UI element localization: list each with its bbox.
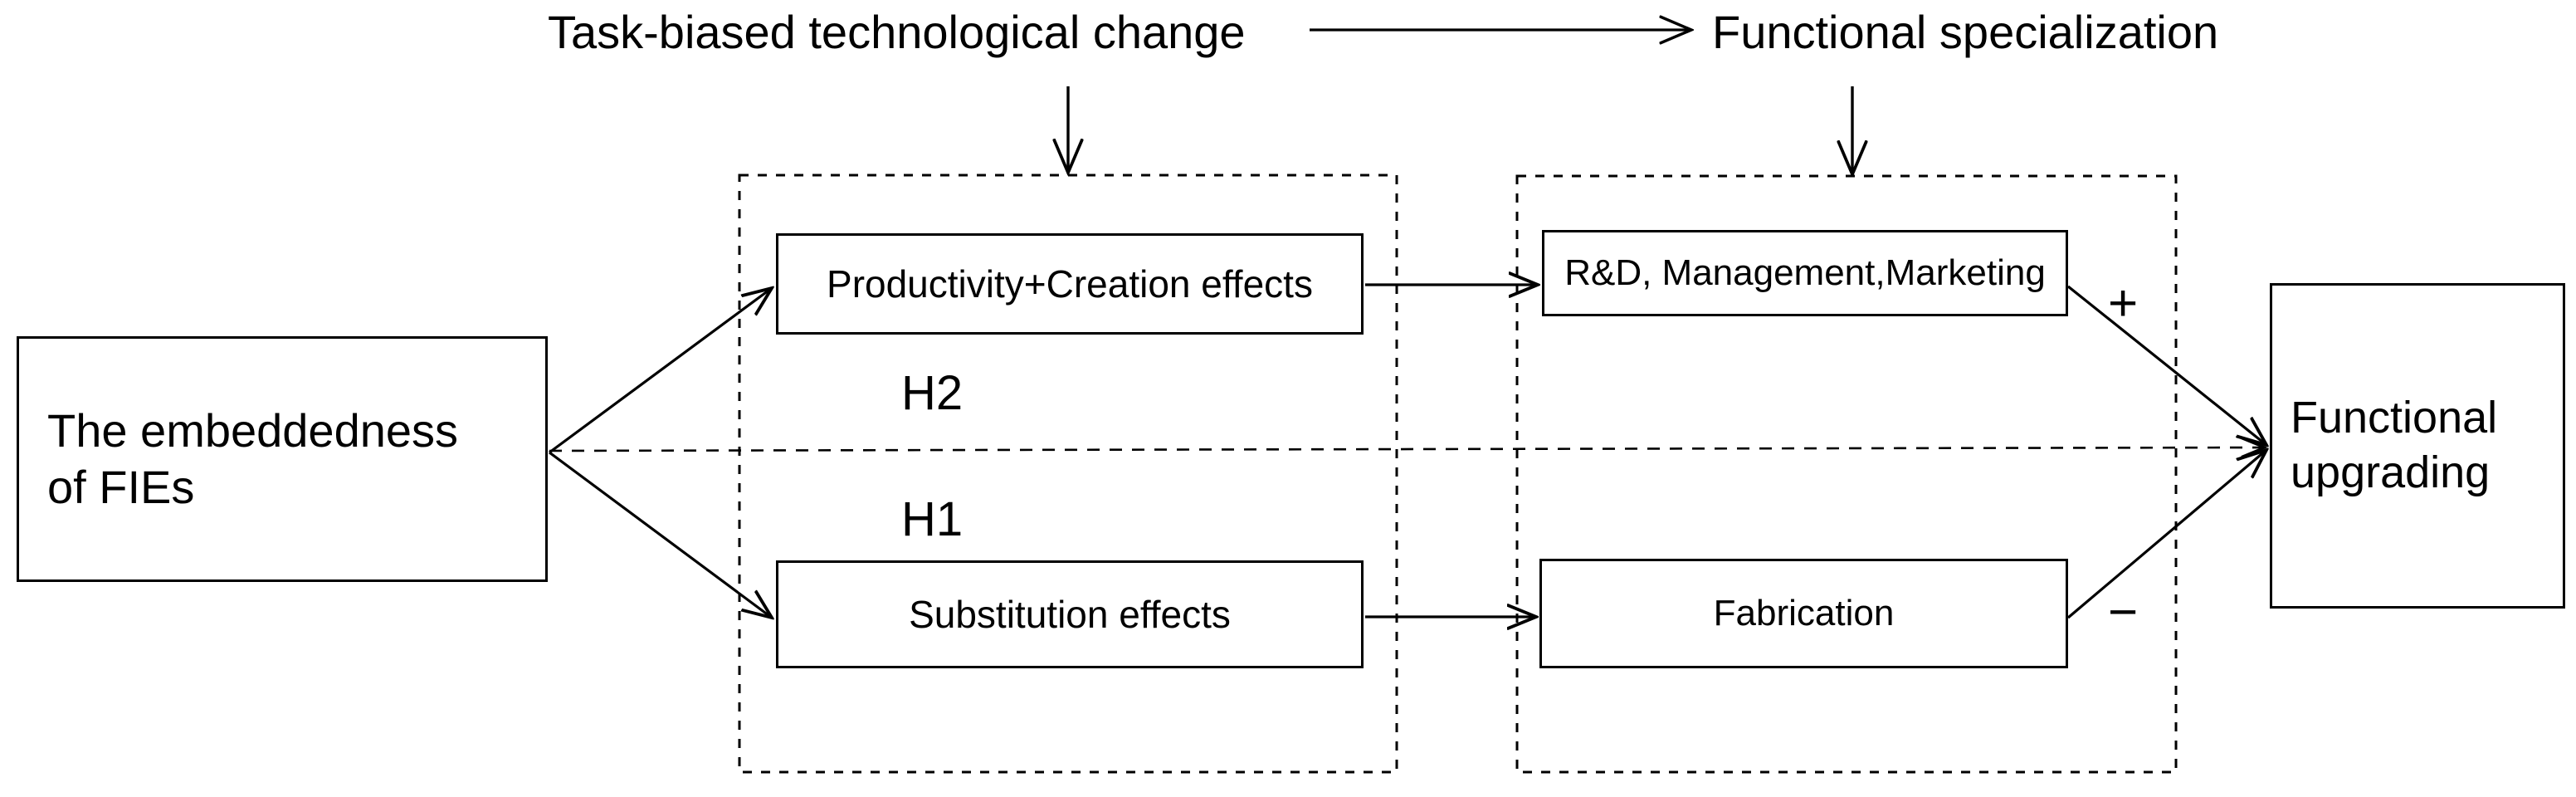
sign-positive: + bbox=[2108, 275, 2139, 332]
arrow-fabrication-to-upgrading bbox=[2066, 450, 2266, 619]
node-the-embeddedness-of-fies[interactable]: The embeddedness of FIEs bbox=[17, 336, 548, 582]
arrow-embeddedness-to-substitution bbox=[549, 451, 772, 618]
node-rnd-label: R&D, Management,Marketing bbox=[1564, 252, 2046, 294]
node-rnd-management-marketing[interactable]: R&D, Management,Marketing bbox=[1542, 230, 2068, 316]
dashed-arrow-embeddedness-to-upgrading bbox=[549, 447, 2265, 451]
node-productivity-creation-effects[interactable]: Productivity+Creation effects bbox=[776, 233, 1364, 335]
node-fabrication-label: Fabrication bbox=[1713, 593, 1895, 634]
arrow-rnd-to-upgrading bbox=[2067, 285, 2266, 445]
hypothesis-label-h2: H2 bbox=[901, 366, 964, 420]
sign-negative: − bbox=[2108, 584, 2139, 641]
node-embeddedness-label: The embeddedness of FIEs bbox=[47, 403, 459, 513]
hypothesis-label-h1: H1 bbox=[901, 492, 964, 546]
node-functional-upgrading[interactable]: Functional upgrading bbox=[2270, 283, 2565, 609]
node-fabrication[interactable]: Fabrication bbox=[1539, 559, 2068, 668]
arrow-embeddedness-to-productivity bbox=[549, 288, 772, 454]
title-functional-specialization: Functional specialization bbox=[1712, 6, 2219, 58]
node-substitution-label: Substitution effects bbox=[909, 592, 1231, 636]
node-substitution-effects[interactable]: Substitution effects bbox=[776, 560, 1364, 668]
title-task-biased-technological-change: Task-biased technological change bbox=[548, 6, 1246, 58]
node-upgrading-label: Functional upgrading bbox=[2291, 393, 2498, 497]
node-productivity-label: Productivity+Creation effects bbox=[827, 262, 1313, 306]
